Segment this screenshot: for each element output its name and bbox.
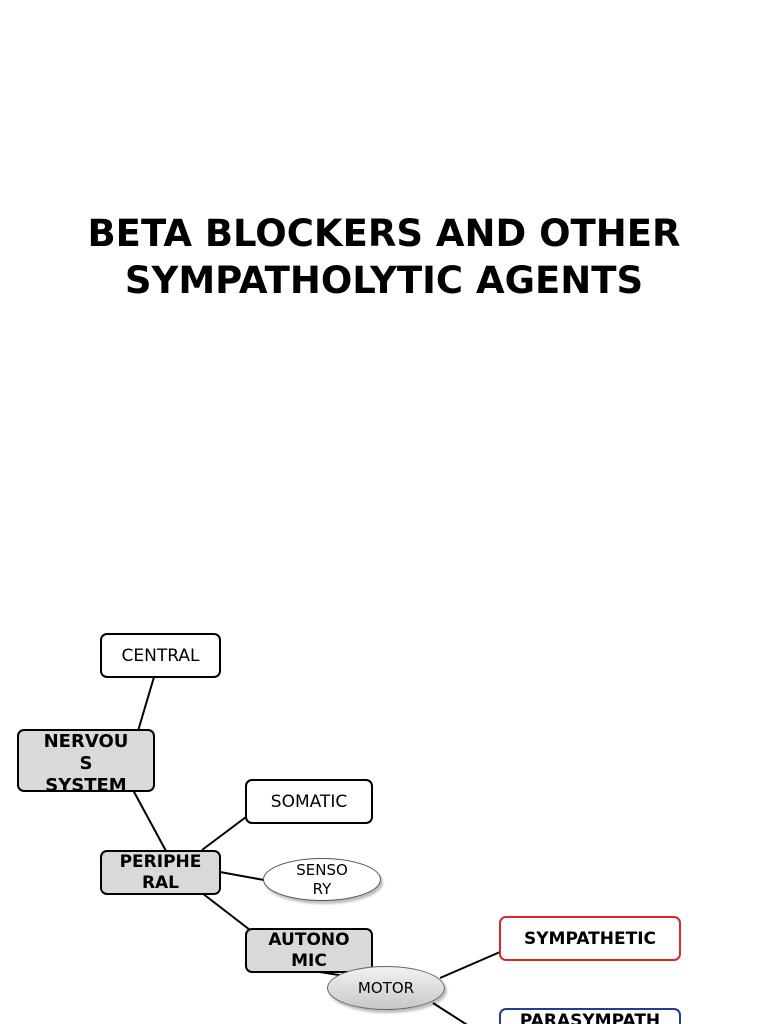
title-line-1: BETA BLOCKERS AND OTHER — [87, 212, 681, 255]
connector-nervous-central — [137, 676, 155, 732]
node-somatic-label: SOMATIC — [270, 791, 348, 812]
node-sympathetic-label: SYMPATHETIC — [523, 928, 657, 949]
connector-motor-sympathetic — [439, 951, 501, 979]
node-motor-label: MOTOR — [357, 979, 415, 997]
connector-peripheral-autonomic — [201, 892, 251, 931]
node-sympathetic: SYMPATHETIC — [499, 916, 681, 961]
node-central: CENTRAL — [100, 633, 221, 678]
slide-title: BETA BLOCKERS AND OTHER SYMPATHOLYTIC AG… — [0, 210, 768, 304]
connector-peripheral-somatic — [201, 816, 247, 851]
title-line-2: SYMPATHOLYTIC AGENTS — [124, 259, 644, 302]
node-nervous-system: NERVOU S SYSTEM — [17, 729, 155, 796]
node-central-label: CENTRAL — [121, 645, 200, 666]
node-peripheral: PERIPHE RAL — [100, 850, 221, 895]
connector-motor-parasympathetic — [432, 1002, 468, 1024]
node-autonomic-label: AUTONO MIC — [268, 929, 350, 971]
node-somatic: SOMATIC — [245, 779, 373, 824]
node-peripheral-label: PERIPHE RAL — [119, 851, 202, 893]
connector-peripheral-sensory — [219, 871, 265, 881]
node-parasympathetic-label: PARASYMPATH — [519, 1011, 661, 1024]
node-sensory-label: SENSO RY — [296, 860, 348, 898]
node-parasympathetic: PARASYMPATH — [499, 1008, 681, 1024]
node-autonomic: AUTONO MIC — [245, 928, 373, 973]
node-sensory: SENSO RY — [263, 858, 381, 901]
node-motor: MOTOR — [327, 966, 445, 1010]
connector-nervous-peripheral — [132, 789, 167, 852]
node-nervous-system-label: NERVOU S SYSTEM — [43, 730, 129, 796]
